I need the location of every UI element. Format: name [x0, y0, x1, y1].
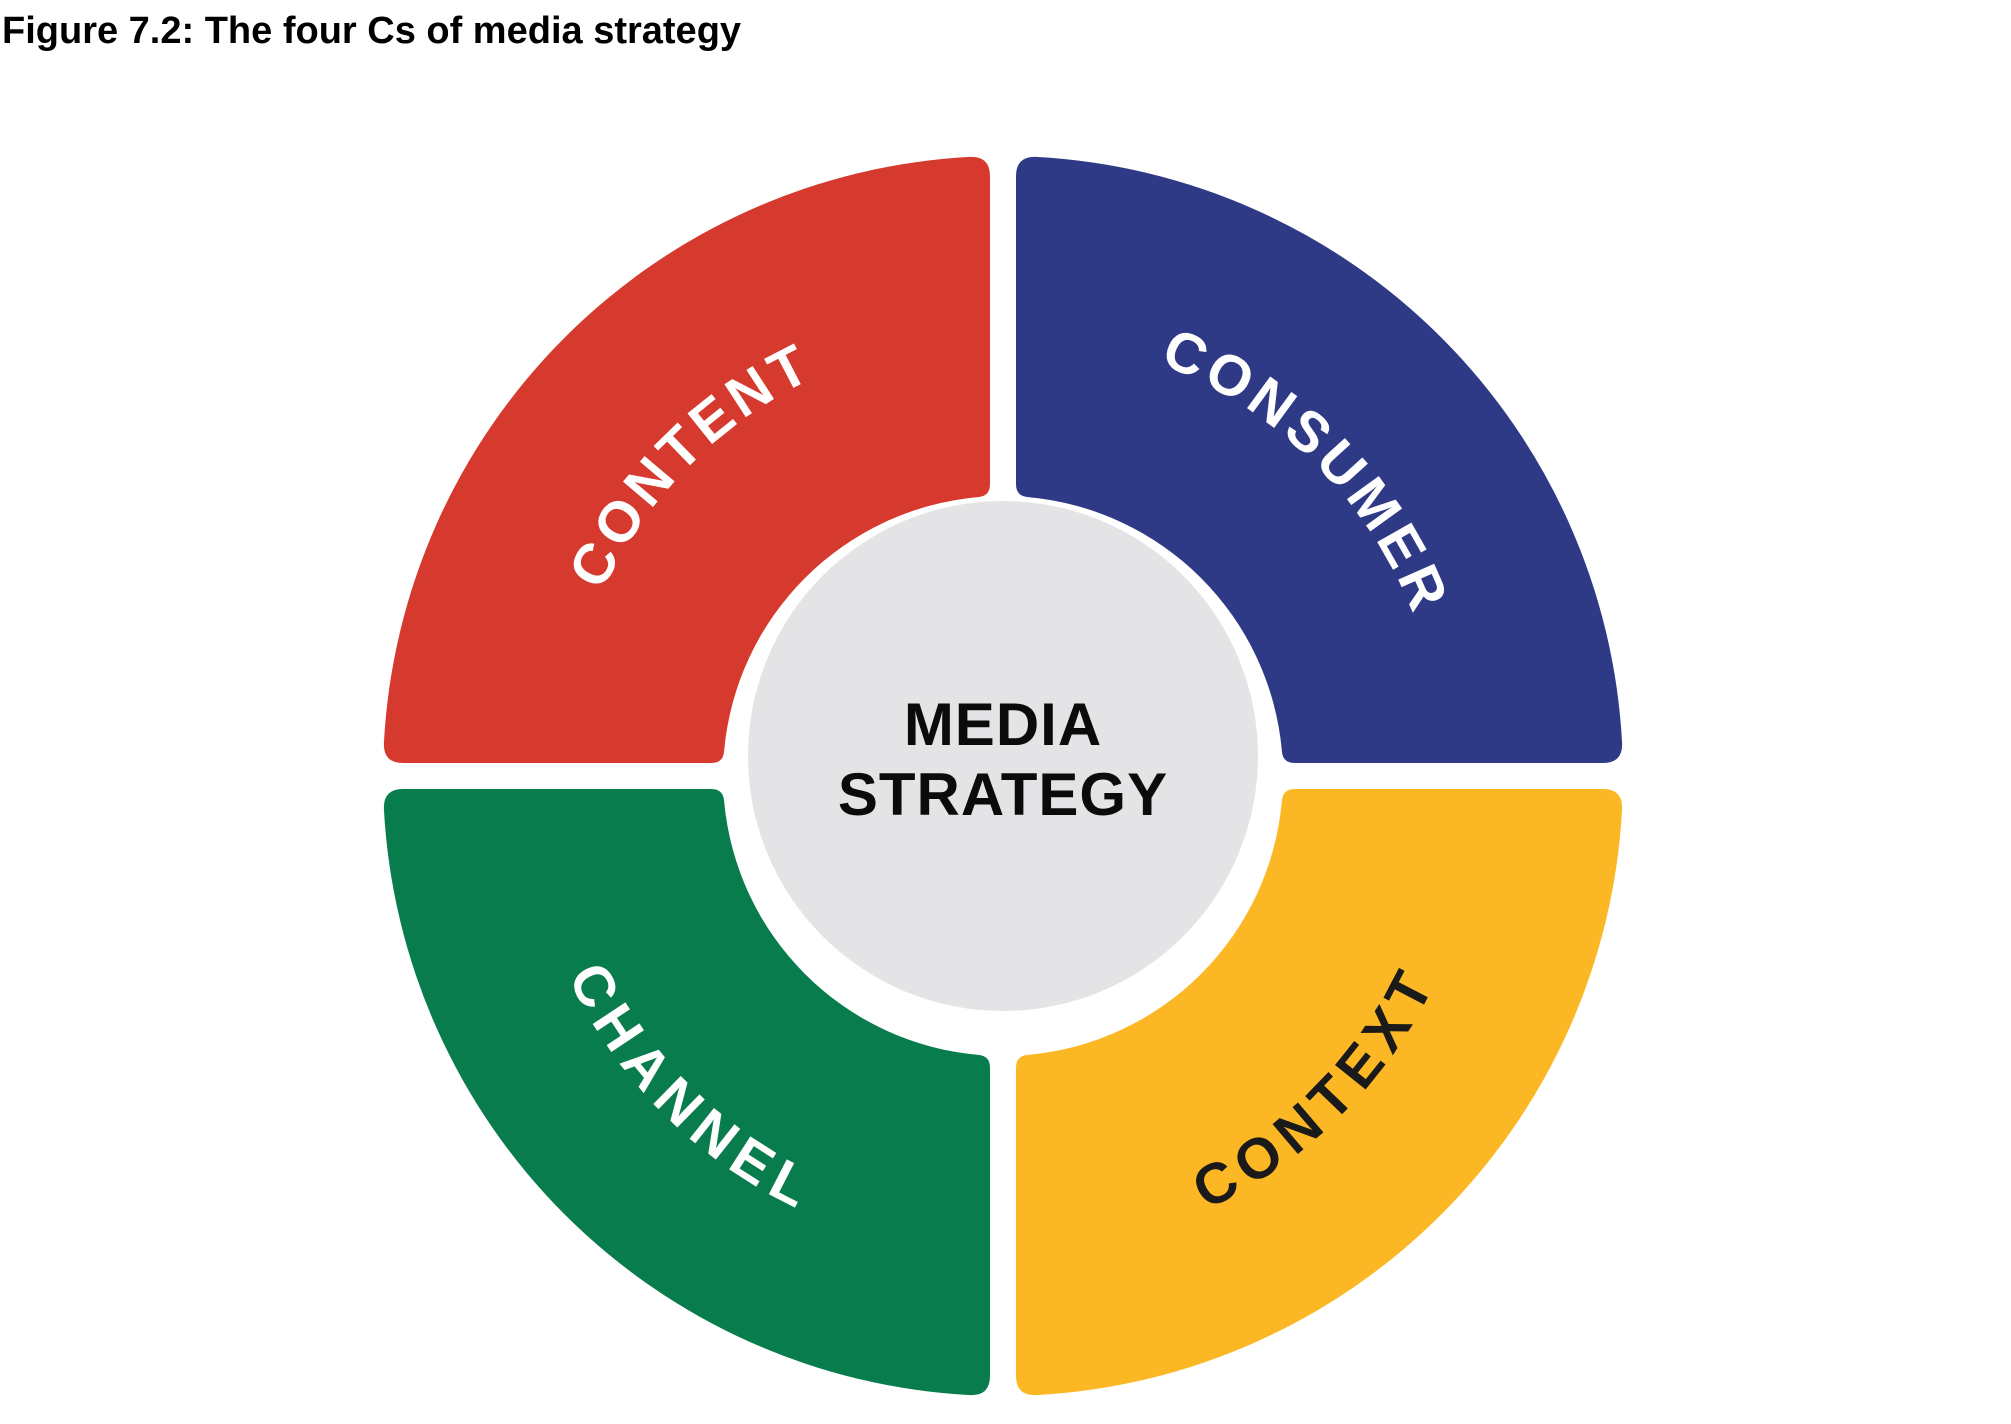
hub-label-line1: MEDIA — [904, 691, 1102, 758]
segment-channel-wedge — [383, 789, 990, 1396]
figure-title: Figure 7.2: The four Cs of media strateg… — [2, 10, 742, 52]
hub-label-line2: STRATEGY — [838, 761, 1168, 828]
segment-context-wedge — [1016, 789, 1623, 1396]
segment-content-wedge — [383, 156, 990, 763]
hub-circle — [748, 501, 1258, 1011]
segment-consumer-wedge — [1016, 156, 1623, 763]
